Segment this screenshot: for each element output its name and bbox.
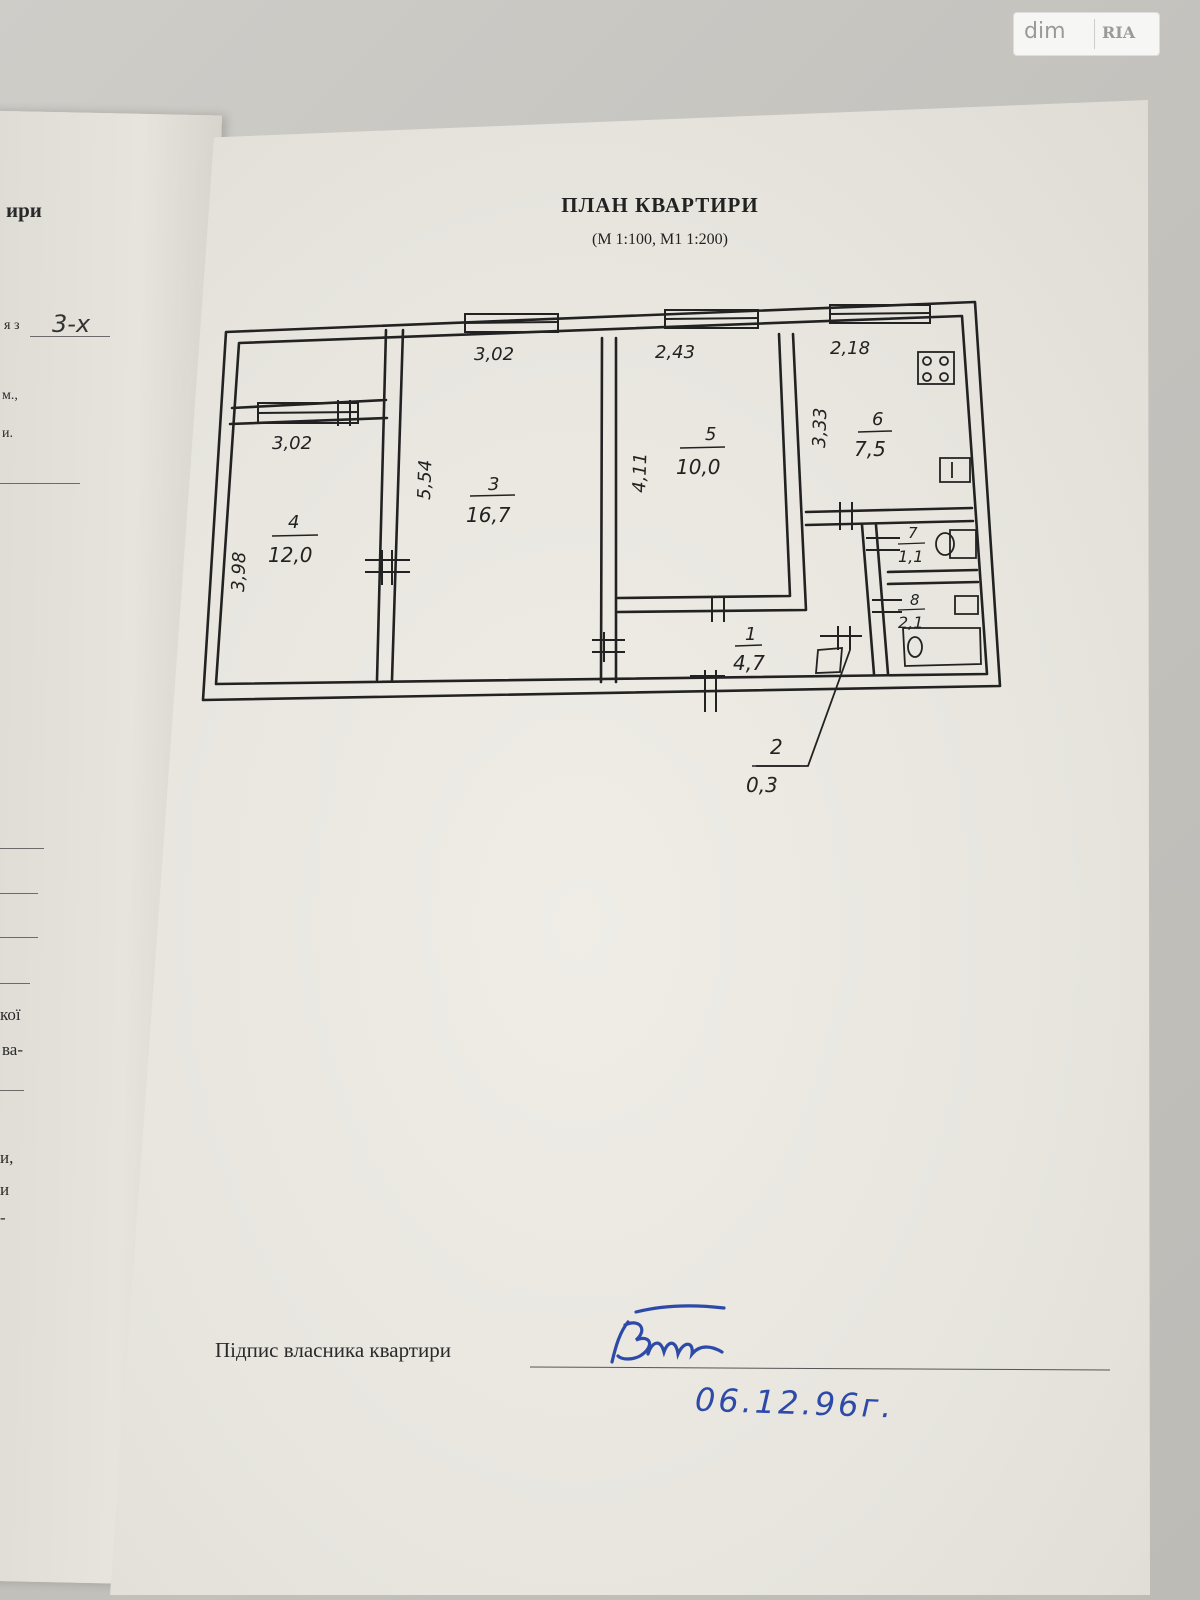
dim-kitchen-length: 3,33 [809, 407, 831, 448]
watermark-separator [1094, 19, 1095, 49]
room-1-label: 1 4,7 [733, 624, 765, 675]
svg-text:7: 7 [908, 524, 918, 542]
outer-wall-inner [214, 314, 989, 686]
door-7 [866, 537, 900, 551]
signature-label: Підпис власника квартири [215, 1338, 451, 1362]
left-rule-6 [0, 1090, 24, 1091]
left-fragment-va: ва- [2, 1040, 24, 1059]
wall-bath-left [860, 523, 876, 676]
left-rule-2 [0, 848, 44, 849]
dim-room3-length: 5,54 [414, 459, 436, 500]
svg-text:3: 3 [488, 474, 499, 495]
room-7-label: 7 1,1 [897, 524, 926, 566]
svg-text:8: 8 [910, 591, 920, 609]
scale-subtitle: (М 1:100, М1 1:200) [592, 231, 728, 248]
dim-room4-length: 3,98 [228, 551, 250, 592]
svg-text:12,0: 12,0 [268, 543, 313, 567]
svg-text:7,5: 7,5 [854, 437, 886, 461]
door-5-1 [711, 596, 725, 622]
dim-room5-width: 2,43 [655, 342, 695, 363]
left-rule-5 [0, 983, 30, 984]
watermark-ria: RIA [1102, 23, 1136, 42]
document-page [110, 100, 1150, 1595]
door-kitchen [839, 502, 853, 530]
outer-wall-outer [201, 300, 1002, 702]
wall-room5-right-inner [616, 332, 808, 614]
wall-kitchen-bottom [804, 506, 974, 514]
svg-text:2,1: 2,1 [898, 613, 923, 632]
dim-kitchen-width: 2,18 [830, 338, 870, 359]
dim-room3-width: 3,02 [474, 344, 514, 365]
kitchen-sink-icon [939, 457, 971, 483]
toilet-icon [949, 529, 977, 559]
left-underline [30, 336, 110, 337]
svg-text:10,0: 10,0 [676, 455, 721, 479]
room-2-label: 2 0,3 [746, 735, 800, 797]
door-3-1 [592, 632, 625, 662]
wall-bath-mid-inner [886, 580, 980, 586]
door-entrance [690, 670, 725, 712]
svg-text:6: 6 [872, 409, 883, 430]
signature-date: 06.12.96г. [694, 1380, 896, 1426]
wall-kitchen-bottom-inner [804, 519, 975, 527]
left-fragment-y1: и, [0, 1148, 14, 1167]
left-fragment-rooms-count: 3-х [52, 310, 91, 338]
room-3-label: 3 16,7 [466, 474, 516, 527]
left-fragment-title: ири [6, 198, 42, 222]
left-fragment-koi: кої [0, 1005, 21, 1024]
site-watermark: dim RIA [1013, 12, 1160, 56]
owner-signature [610, 1304, 726, 1364]
left-fragment-rooms: я з [4, 318, 20, 333]
left-fragment-i: и. [2, 426, 13, 441]
left-fragment-y2: и [0, 1180, 10, 1199]
left-fragment-dash: - [0, 1208, 6, 1227]
wall-room4-top-inner [228, 416, 389, 426]
left-rule-3 [0, 893, 38, 894]
dim-room5-length: 4,11 [629, 452, 651, 493]
room-8-label: 8 2,1 [897, 591, 926, 632]
svg-text:1: 1 [745, 624, 756, 645]
svg-text:5: 5 [705, 424, 716, 445]
closet-shape [815, 647, 843, 674]
svg-text:4,7: 4,7 [733, 651, 765, 675]
wall-bath-mid [886, 568, 979, 574]
page-title: ПЛАН КВАРТИРИ [561, 193, 759, 217]
left-rule-1 [0, 483, 80, 484]
svg-text:1,1: 1,1 [898, 547, 923, 566]
bathtub-icon [902, 627, 982, 667]
room-5-label: 5 10,0 [676, 424, 726, 479]
door-closet [820, 626, 862, 650]
room-6-label: 6 7,5 [854, 409, 893, 461]
svg-text:16,7: 16,7 [466, 503, 511, 527]
wall-room5-right [616, 332, 792, 600]
left-fragment-m: м., [2, 388, 18, 403]
wall-4-3-inner [390, 328, 405, 682]
room-4-label: 4 12,0 [268, 512, 319, 567]
left-rule-4 [0, 937, 38, 938]
washbasin-icon [954, 595, 979, 615]
door-8 [872, 599, 902, 613]
wall-4-3 [375, 328, 388, 682]
door-4-3 [365, 550, 410, 585]
svg-text:0,3: 0,3 [746, 773, 778, 797]
svg-text:4: 4 [288, 512, 299, 533]
wall-3-5 [599, 336, 604, 684]
svg-text:2: 2 [770, 735, 783, 759]
watermark-dim: dim [1024, 19, 1066, 44]
stove-icon [917, 351, 955, 385]
dim-room4-width: 3,02 [272, 433, 312, 454]
